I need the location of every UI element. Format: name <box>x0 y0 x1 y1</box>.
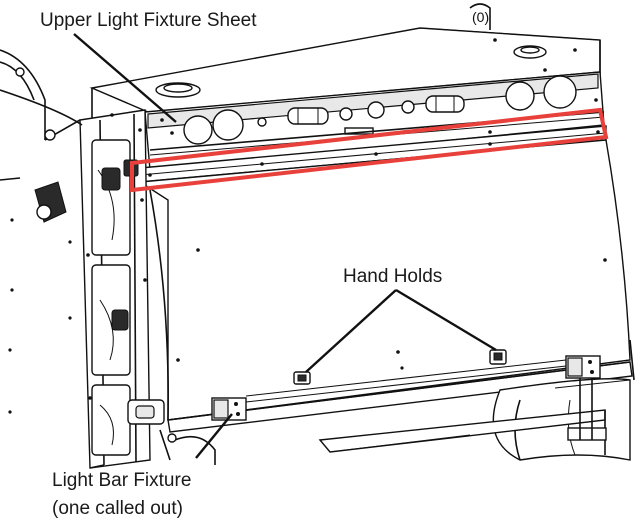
upper-light-fixture-sheet <box>144 71 605 171</box>
leader-hand-hold-right <box>395 288 497 352</box>
leader-hand-hold-left <box>305 289 397 373</box>
light-bar-fixture-left <box>127 397 247 425</box>
bottom-right-rail <box>318 375 607 455</box>
leader-upper-sheet <box>73 33 177 123</box>
left-outer-shell <box>0 89 83 414</box>
hand-hold-right <box>489 349 507 365</box>
lower-light-bar <box>245 359 567 403</box>
bottom-left-base <box>89 429 216 469</box>
label-hand-holds: Hand Holds <box>343 266 442 287</box>
leader-light-bar <box>195 413 233 459</box>
left-frame <box>79 109 151 469</box>
highlight-box <box>130 107 609 193</box>
label-upper-sheet: Upper Light Fixture Sheet <box>40 10 257 31</box>
top-right-housing: (0) <box>469 3 601 75</box>
label-light-bar-line1: Light Bar Fixture <box>52 470 191 491</box>
cabinet-top <box>89 27 601 113</box>
leader-lines <box>73 33 497 459</box>
side-knob <box>34 181 67 223</box>
left-wheel-housing <box>0 49 93 181</box>
light-bar-fixture-right <box>565 339 635 381</box>
front-door-panel <box>137 139 631 421</box>
hand-hold-left <box>293 371 311 385</box>
svg-text:(0): (0) <box>472 9 489 25</box>
label-light-bar-line2: (one called out) <box>52 498 183 519</box>
